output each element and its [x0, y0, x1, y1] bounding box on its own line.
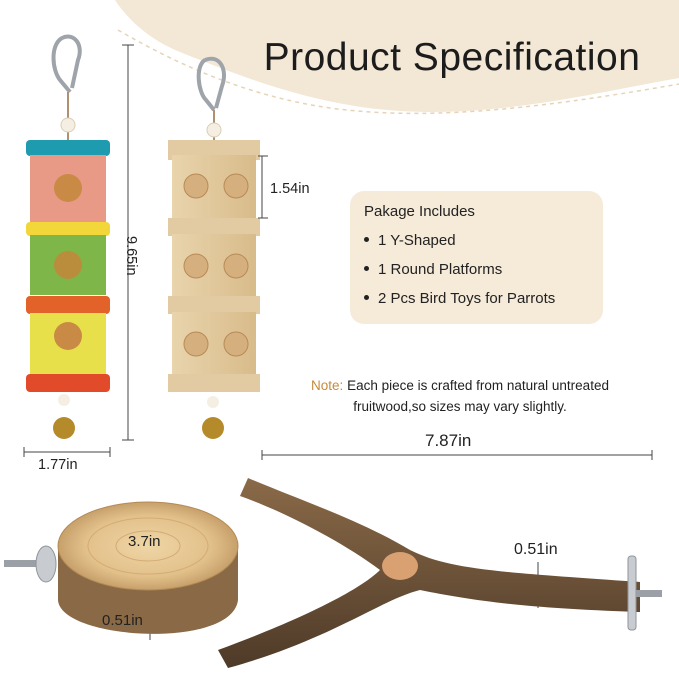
note-label: Note: [311, 378, 344, 393]
platform-thickness-label: 0.51in [102, 612, 143, 629]
package-item: 2 Pcs Bird Toys for Parrots [364, 290, 555, 307]
package-includes-box [350, 191, 603, 324]
y-shaped-perch [218, 478, 662, 668]
note-text: Note: Each piece is crafted from natural… [268, 375, 652, 417]
page-title: Product Specification [263, 36, 641, 79]
colorful-bird-toy [26, 34, 110, 439]
round-platform [4, 501, 239, 634]
bullet-icon [364, 236, 369, 242]
platform-diameter-label: 3.7in [128, 533, 161, 550]
bullet-icon [364, 265, 369, 271]
note-line-2: fruitwood,so sizes may vary slightly. [353, 399, 567, 414]
perch-length-label: 7.87in [425, 431, 472, 450]
package-item: 1 Y-Shaped [364, 232, 456, 249]
block-height-label: 1.54in [270, 181, 310, 197]
note-line-1: Each piece is crafted from natural untre… [343, 378, 609, 393]
toy-height-label: 9.65in [123, 236, 139, 276]
wooden-block-toy [168, 56, 260, 439]
package-heading: Pakage Includes [364, 203, 475, 220]
package-item: 1 Round Platforms [364, 261, 502, 278]
bullet-icon [364, 294, 369, 300]
toy-width-label: 1.77in [38, 457, 78, 473]
perch-diameter-label: 0.51in [514, 541, 558, 558]
